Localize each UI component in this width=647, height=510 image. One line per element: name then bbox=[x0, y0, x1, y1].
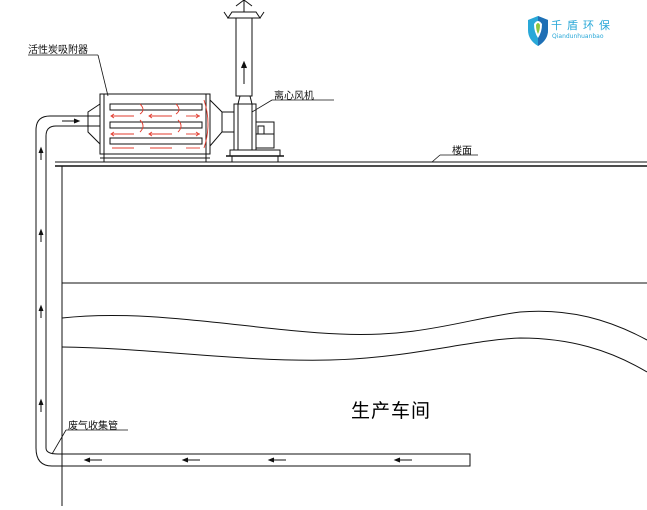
break-line-upper bbox=[61, 310, 647, 341]
fan-base bbox=[229, 149, 281, 157]
floor-label: 楼面 bbox=[452, 146, 472, 157]
adsorber-outlet bbox=[209, 98, 223, 148]
pipe-outer bbox=[35, 115, 100, 448]
adsorber-label: 活性炭吸附器 bbox=[28, 45, 88, 56]
pipe-up-arrows bbox=[38, 146, 44, 412]
pipe-inner bbox=[45, 125, 100, 448]
collection-pipe-label: 废气收集管 bbox=[68, 421, 118, 432]
fan-outlet bbox=[237, 95, 253, 105]
collection-pipe bbox=[35, 115, 471, 467]
fan-housing bbox=[233, 103, 257, 151]
carbon-bed-1 bbox=[109, 103, 203, 111]
stack-cap bbox=[227, 11, 261, 19]
exhaust-stack bbox=[223, 0, 265, 97]
building bbox=[55, 161, 647, 506]
pipe-left-arrows bbox=[83, 457, 412, 463]
fan-label: 离心风机 bbox=[274, 91, 314, 102]
carbon-adsorber bbox=[87, 93, 223, 162]
logo-name-cn: 千盾环保 bbox=[551, 19, 615, 32]
workshop-label: 生产车间 bbox=[351, 400, 432, 422]
logo-mark-icon bbox=[528, 16, 548, 46]
centrifugal-fan bbox=[221, 95, 284, 163]
break-line-lower bbox=[61, 337, 647, 373]
airflow-arrows bbox=[110, 99, 209, 149]
adsorber-inlet bbox=[87, 103, 101, 146]
leader-lines bbox=[28, 54, 478, 455]
carbon-bed-3 bbox=[109, 137, 203, 145]
pipe-inlet-arrow bbox=[73, 118, 81, 124]
fan-inlet-duct bbox=[221, 111, 235, 133]
pipe-bottom-run bbox=[35, 447, 471, 467]
adsorber-body bbox=[99, 93, 211, 155]
logo-name-en: Qiandunhuanbao bbox=[552, 33, 604, 40]
stack-cap-arrow bbox=[235, 0, 253, 7]
stack-up-arrow bbox=[241, 60, 247, 69]
carbon-bed-2 bbox=[109, 121, 203, 129]
stack-pipe bbox=[235, 17, 253, 97]
fan-motor bbox=[255, 121, 275, 149]
